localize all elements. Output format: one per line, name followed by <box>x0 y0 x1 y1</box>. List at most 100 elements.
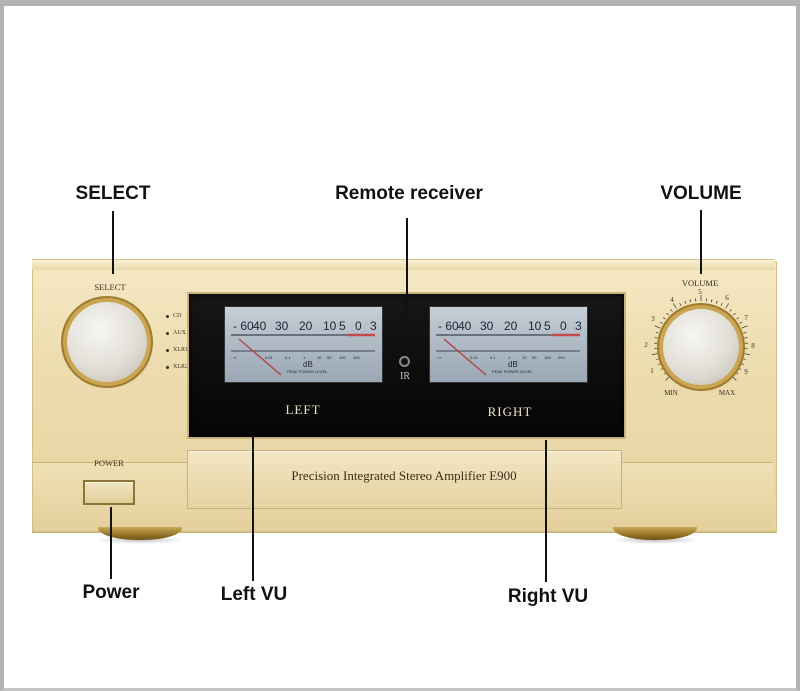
source-label: XLR1 <box>173 347 188 353</box>
meter-scale-label: 0.1 <box>490 355 496 360</box>
power-panel-label: POWER <box>94 458 124 468</box>
meter-scale-label: 10 <box>323 319 337 333</box>
volume-scale-9: 9 <box>744 368 748 376</box>
meter-scale-label: 0.1 <box>285 355 291 360</box>
right-channel-label: RIGHT <box>487 404 533 419</box>
select-panel-label: SELECT <box>94 282 126 292</box>
model-name: Precision Integrated Stereo Amplifier E9… <box>291 468 517 483</box>
callout-left-vu: Left VU <box>220 584 288 605</box>
volume-tick <box>736 317 740 320</box>
volume-scale-6: 6 <box>725 294 729 302</box>
meter-scale-label: 0 <box>560 319 567 333</box>
volume-tick <box>663 371 667 375</box>
select-leader-line <box>112 211 114 274</box>
meter-scale-label: 200 <box>558 355 565 360</box>
meter-scale-label: 30 <box>275 319 289 333</box>
remote-leader-line <box>406 218 408 354</box>
source-label: AUX <box>173 330 186 336</box>
volume-scale-2: 2 <box>644 341 648 349</box>
volume-min-label: MIN <box>664 389 678 397</box>
source-label: CD <box>173 313 182 319</box>
volume-knob[interactable] <box>663 309 739 385</box>
power-button[interactable] <box>83 480 135 505</box>
source-label: XLR2 <box>173 364 188 370</box>
ir-sensor-icon <box>399 356 410 367</box>
volume-tick <box>735 371 739 375</box>
indicator-dot <box>166 314 169 318</box>
meter-unit: dB <box>508 360 518 369</box>
meter-scale-label: 200 <box>353 355 360 360</box>
meter-scale-label: - ∞ <box>436 355 441 360</box>
meter-scale-label: - 60 <box>233 319 254 333</box>
volume-tick <box>654 325 661 329</box>
right-foot-shadow <box>610 536 700 544</box>
volume-tick <box>665 375 671 381</box>
indicator-dot <box>166 365 169 369</box>
meter-scale-label: 40 <box>458 319 472 333</box>
left-vu-leader-line <box>252 436 254 581</box>
meter-scale-label: 50 <box>327 355 332 360</box>
volume-tick <box>741 325 748 329</box>
meter-scale-label: - 60 <box>438 319 459 333</box>
right-vu-leader-line <box>545 440 547 582</box>
left-foot <box>98 527 182 540</box>
volume-tick <box>684 300 687 304</box>
meter-unit: dB <box>303 360 313 369</box>
volume-scale-5: 5 <box>698 288 702 296</box>
volume-tick <box>733 312 736 316</box>
source-indicator-xlr2: XLR2 <box>166 364 188 370</box>
meter-scale-label: 3 <box>575 319 582 333</box>
left-meter-face: - 60 40 30 20 10 5 0 3 - ∞ 0.01 0.1 1 10… <box>231 319 377 376</box>
volume-scale-8: 8 <box>751 342 755 350</box>
volume-tick <box>672 303 677 309</box>
meter-scale-label: 0 <box>355 319 362 333</box>
model-panel <box>187 450 622 509</box>
right-vu-meter: - 60 40 30 20 10 5 0 3 - ∞ 0.01 0.1 1 10… <box>429 306 588 383</box>
right-meter-face: - 60 40 30 20 10 5 0 3 - ∞ 0.01 0.1 1 10… <box>436 319 582 376</box>
select-knob[interactable] <box>67 302 147 382</box>
callout-remote-receiver: Remote receiver <box>335 183 483 204</box>
volume-tick <box>655 331 659 334</box>
source-indicator-cd: CD <box>166 313 181 319</box>
callout-volume: VOLUME <box>660 183 742 204</box>
volume-tick <box>729 309 732 312</box>
meter-scale-label: 100 <box>339 355 346 360</box>
volume-tick <box>725 303 730 309</box>
indicator-dot <box>166 331 169 335</box>
volume-tick <box>689 299 692 303</box>
meter-scale-label: 10 <box>528 319 542 333</box>
meter-caption: PEAK POWER LEVEL <box>287 369 328 374</box>
callout-select: SELECT <box>75 183 151 204</box>
volume-tick <box>679 302 682 306</box>
meter-scale-label: - ∞ <box>231 355 236 360</box>
meter-scale-label: 10 <box>317 355 322 360</box>
volume-tick <box>658 363 662 365</box>
volume-tick <box>710 299 713 303</box>
volume-tick <box>744 353 751 356</box>
volume-tick <box>742 358 746 360</box>
volume-tick <box>660 367 664 370</box>
volume-scale-1: 1 <box>650 367 654 375</box>
volume-tick <box>659 321 663 324</box>
meter-needle <box>443 338 487 376</box>
meter-scale-label: 1 <box>508 355 511 360</box>
volume-dial-ticks <box>651 295 751 381</box>
ir-label: IR <box>400 371 410 382</box>
volume-tick <box>720 302 723 306</box>
source-indicator-aux: AUX <box>166 330 186 336</box>
volume-scale-7: 7 <box>744 314 748 322</box>
meter-scale-label: 50 <box>532 355 537 360</box>
left-channel-label: LEFT <box>285 402 321 417</box>
right-foot <box>613 527 697 540</box>
meter-caption: PEAK POWER LEVEL <box>492 369 533 374</box>
volume-tick <box>740 363 744 365</box>
volume-tick <box>670 309 673 312</box>
volume-tick <box>666 312 669 316</box>
volume-tick <box>656 358 660 360</box>
volume-scale-4: 4 <box>670 296 674 304</box>
source-indicator-xlr1: XLR1 <box>166 347 188 353</box>
volume-panel-label: VOLUME <box>681 278 719 288</box>
meter-scale-label: 5 <box>544 319 551 333</box>
left-vu-meter: - 60 40 30 20 10 5 0 3 - ∞ 0.01 0.1 1 10… <box>224 306 383 383</box>
volume-tick <box>743 331 747 334</box>
